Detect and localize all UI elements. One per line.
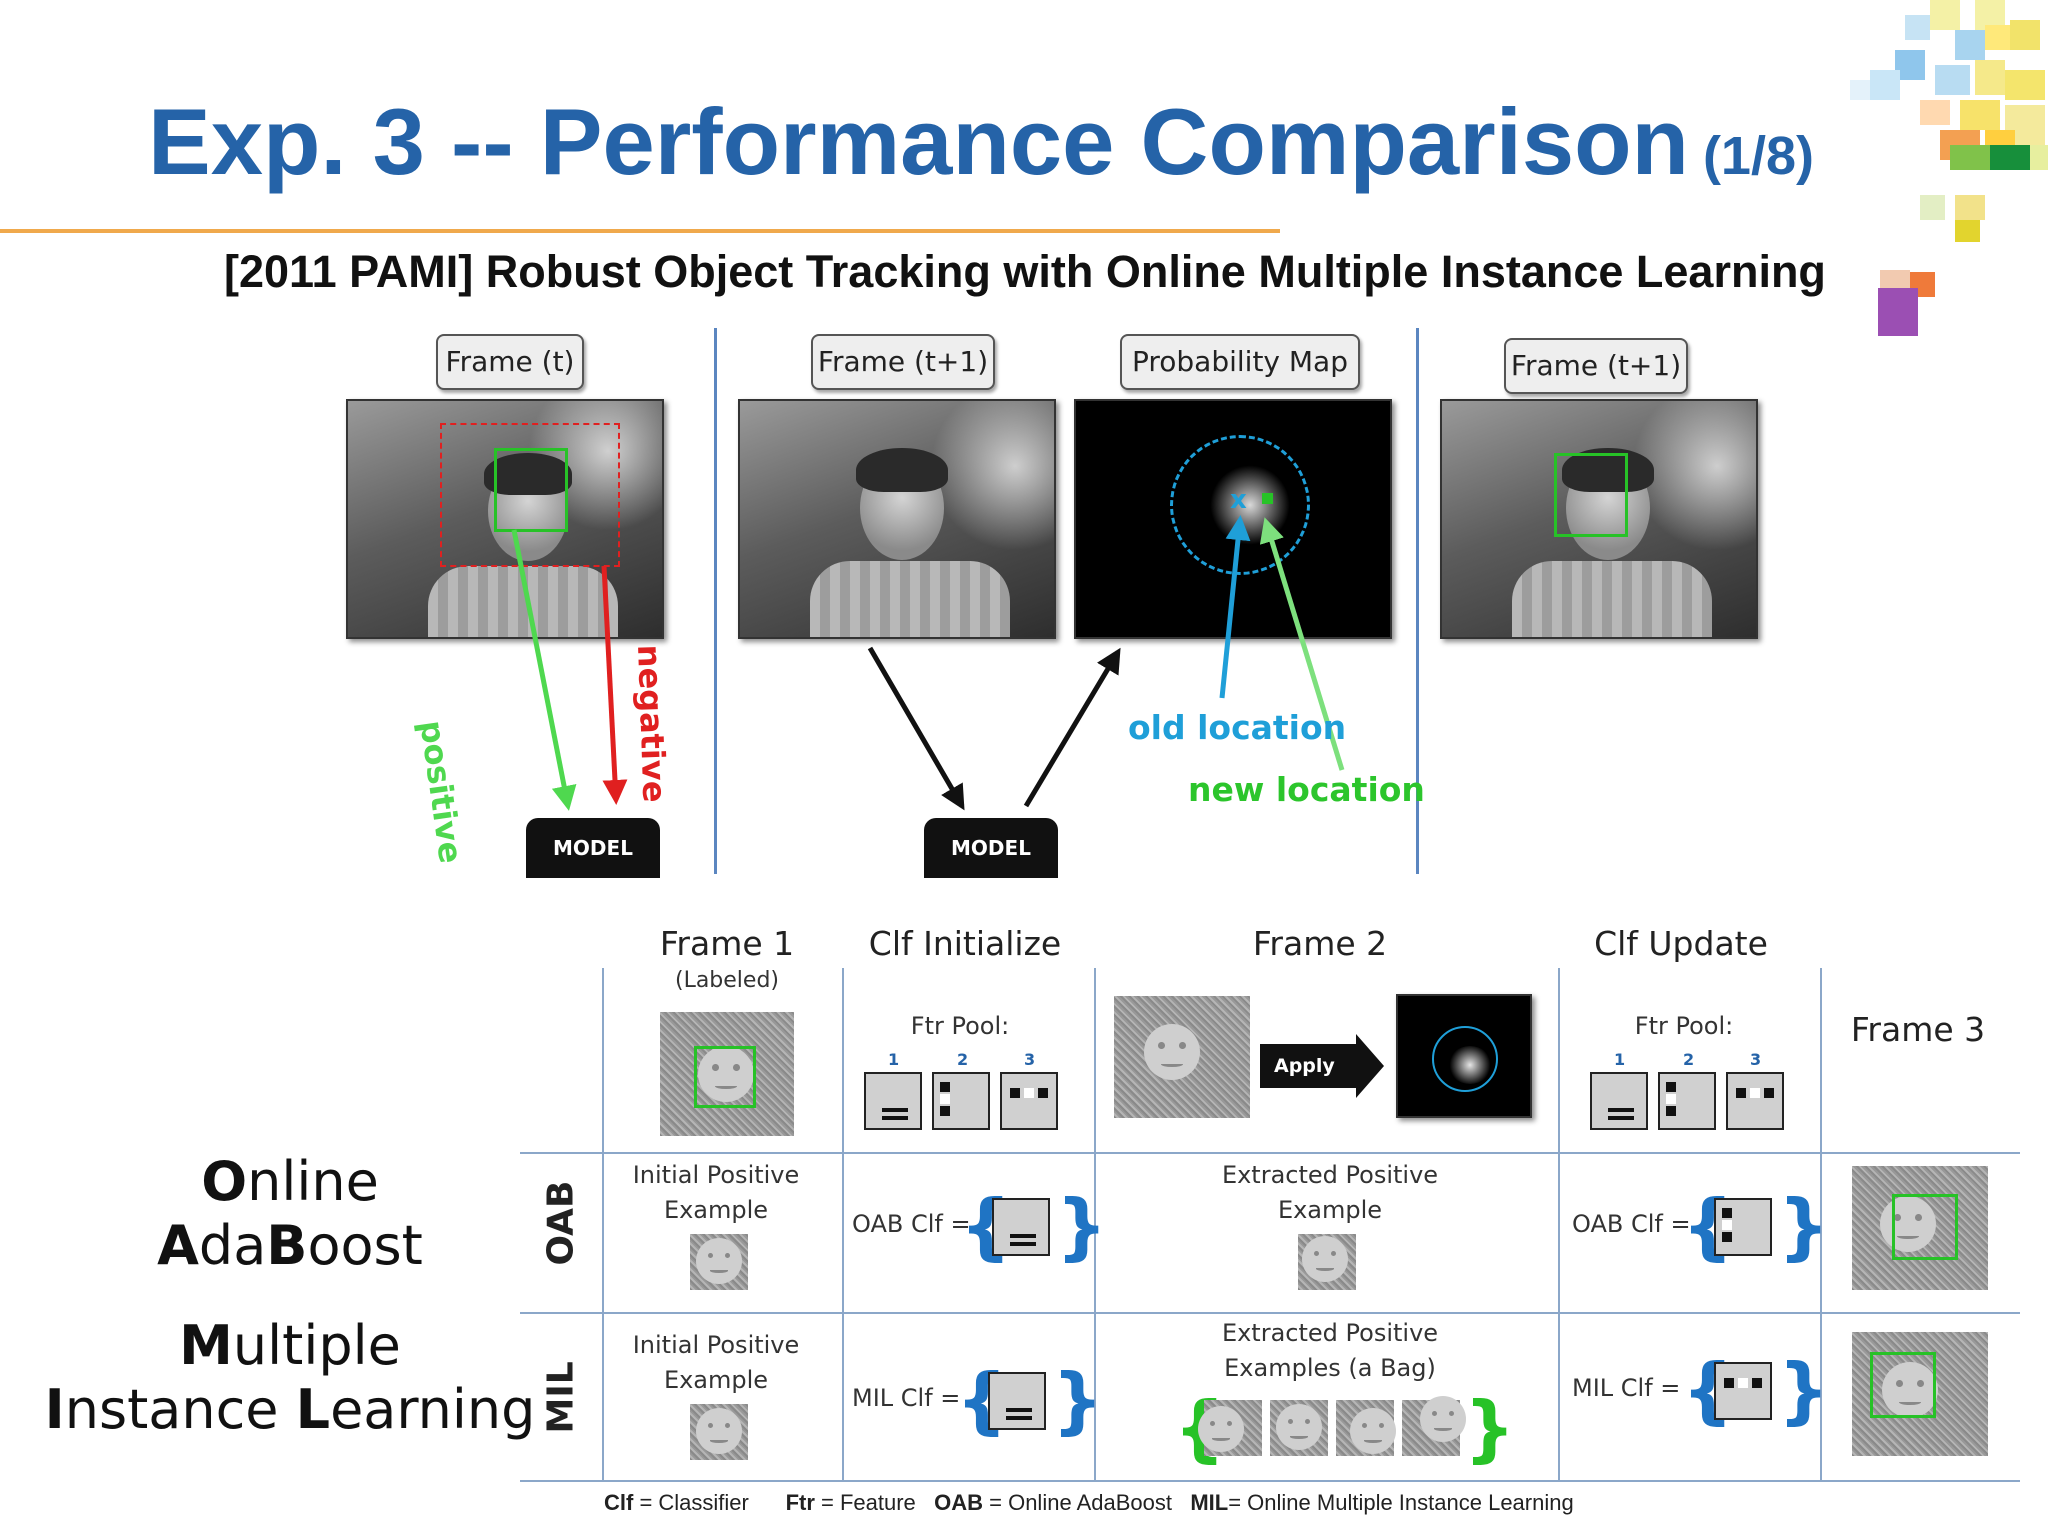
negative-region-box bbox=[440, 423, 620, 567]
oab-frame-3-track-box bbox=[1892, 1194, 1958, 1260]
tracked-box bbox=[1554, 453, 1628, 537]
frame-2-image bbox=[1114, 996, 1250, 1118]
mil-init-selected-feature bbox=[988, 1372, 1046, 1430]
oab-initial-example-label: Initial Positive Example bbox=[632, 1161, 800, 1224]
model-to-map-arrow bbox=[1023, 647, 1121, 808]
row-label-oab: OAB bbox=[540, 1180, 582, 1266]
mil-bag-example-3 bbox=[1336, 1400, 1396, 1456]
mil-bag-example-4 bbox=[1402, 1396, 1466, 1456]
label-frame-t1-a: Frame (t+1) bbox=[811, 334, 995, 390]
oab-clf-update-label: OAB Clf = bbox=[1572, 1210, 1691, 1238]
apply-clf-arrow: Apply Clf bbox=[1260, 1044, 1356, 1121]
oab-update-selected-feature bbox=[1714, 1198, 1772, 1256]
page-title: Exp. 3 -- Performance Comparison(1/8) bbox=[148, 88, 1814, 196]
mil-bag-example-2 bbox=[1270, 1400, 1328, 1456]
model-box-a: MODEL bbox=[526, 818, 660, 878]
oab-frame-3-image bbox=[1852, 1166, 1988, 1290]
apply-clf-arrowhead bbox=[1356, 1034, 1384, 1098]
feature-3 bbox=[1000, 1072, 1058, 1130]
col-header-clf-update: Clf Update bbox=[1594, 924, 1768, 963]
frame-2-result-image bbox=[1396, 994, 1532, 1118]
mil-update-selected-feature bbox=[1714, 1362, 1772, 1420]
feature-1 bbox=[864, 1072, 922, 1130]
title-rule bbox=[0, 229, 1280, 233]
frame-1-label-box bbox=[694, 1046, 756, 1108]
ftr-pool-label-update: Ftr Pool: bbox=[1634, 1012, 1734, 1040]
oab-initial-example-image bbox=[690, 1234, 748, 1290]
oab-full-name: Online AdaBoost bbox=[157, 1150, 423, 1277]
frame-t-image bbox=[346, 399, 664, 639]
old-location-arrow bbox=[1219, 515, 1251, 699]
mil-extracted-examples-label: Extracted Positive Examples (a Bag) bbox=[1221, 1319, 1439, 1382]
feature-2 bbox=[932, 1072, 990, 1130]
frame-1-image bbox=[660, 1012, 794, 1136]
oab-init-brace-close: } bbox=[1056, 1184, 1108, 1268]
col-header-frame-1: Frame 1 bbox=[659, 924, 795, 963]
mil-bag-brace-close: } bbox=[1464, 1386, 1516, 1470]
tracking-illustration: Frame (t) Frame (t+1) Probability Map Fr… bbox=[346, 328, 1758, 878]
col-header-frame-2: Frame 2 bbox=[1252, 924, 1388, 963]
new-location-arrow bbox=[1259, 517, 1345, 771]
col-header-frame-3: Frame 3 bbox=[1850, 1010, 1986, 1049]
ftr-pool-label-init: Ftr Pool: bbox=[910, 1012, 1010, 1040]
mil-frame-3-track-box bbox=[1870, 1352, 1936, 1418]
mil-full-name: Multiple Instance Learning bbox=[44, 1314, 536, 1441]
comparison-table: Frame 1 (Labeled) Clf Initialize Frame 2… bbox=[0, 880, 2048, 1536]
oab-extracted-example-image bbox=[1298, 1234, 1356, 1290]
negative-label: negative bbox=[630, 644, 674, 804]
mil-initial-example-image bbox=[690, 1404, 748, 1460]
abbreviation-legend: Clf = Classifier Ftr = Feature OAB = Onl… bbox=[604, 1490, 1574, 1515]
negative-arrow bbox=[601, 565, 628, 805]
decorative-mosaic bbox=[1850, 0, 2048, 340]
feature-2-update bbox=[1658, 1072, 1716, 1130]
mil-bag-example-1 bbox=[1198, 1400, 1262, 1456]
arrow-layer bbox=[511, 515, 1345, 811]
model-box-b: MODEL bbox=[924, 818, 1058, 878]
label-frame-t1-b: Frame (t+1) bbox=[1504, 338, 1688, 394]
mil-initial-example-label: Initial Positive Example bbox=[632, 1331, 800, 1394]
title-main: Exp. 3 -- Performance Comparison bbox=[148, 89, 1689, 194]
positive-arrow bbox=[511, 529, 577, 811]
label-frame-t: Frame (t) bbox=[436, 334, 584, 390]
oab-extracted-example-label: Extracted Positive Example bbox=[1221, 1161, 1439, 1224]
feature-3-update bbox=[1726, 1072, 1784, 1130]
label-probability-map: Probability Map bbox=[1120, 334, 1360, 390]
positive-region-box bbox=[494, 448, 568, 532]
oab-clf-init-label: OAB Clf = bbox=[852, 1210, 971, 1238]
mil-update-brace-close: } bbox=[1778, 1348, 1830, 1432]
frame-to-model-arrow bbox=[867, 646, 965, 811]
separator-2 bbox=[1416, 328, 1419, 874]
new-location-label: new location bbox=[1188, 770, 1425, 809]
oab-init-selected-feature bbox=[992, 1198, 1050, 1256]
feature-1-update bbox=[1590, 1072, 1648, 1130]
old-location-marker: x bbox=[1230, 485, 1247, 515]
oab-update-brace-close: } bbox=[1778, 1184, 1830, 1268]
paper-subtitle: [2011 PAMI] Robust Object Tracking with … bbox=[224, 246, 1826, 297]
mil-clf-init-label: MIL Clf = bbox=[852, 1384, 961, 1412]
mil-init-brace-close: } bbox=[1052, 1358, 1104, 1442]
frame-t1-image-b bbox=[1440, 399, 1758, 639]
col-subheader-labeled: (Labeled) bbox=[674, 968, 780, 993]
title-page-number: (1/8) bbox=[1702, 126, 1814, 186]
row-label-mil: MIL bbox=[540, 1361, 582, 1434]
mil-clf-update-label: MIL Clf = bbox=[1572, 1374, 1681, 1402]
separator-1 bbox=[714, 328, 717, 874]
col-header-clf-initialize: Clf Initialize bbox=[868, 924, 1062, 963]
frame-t1-image-a bbox=[738, 399, 1056, 639]
old-location-label: old location bbox=[1128, 708, 1347, 747]
